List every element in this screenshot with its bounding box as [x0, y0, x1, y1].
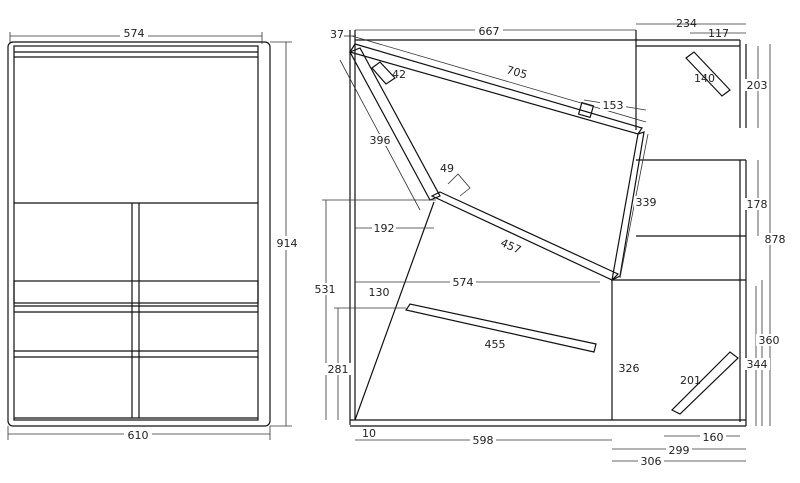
label-bg: [498, 240, 524, 252]
label-bg: [616, 362, 642, 374]
bottom-width-label: 598: [473, 434, 494, 447]
lower-height-c-label: 360: [759, 334, 780, 347]
corner-height-label: 203: [747, 79, 768, 92]
front-view: 574 610 914: [7, 27, 299, 442]
label-bg: [312, 283, 338, 295]
top-slant-panel: [349, 43, 643, 135]
label-bg: [475, 25, 503, 37]
label-bg: [756, 334, 782, 346]
front-outer-frame: [7, 41, 271, 427]
left-slant-panel: [349, 47, 441, 201]
upper-corner-brace: [685, 51, 731, 97]
slant-panel-length-label: 396: [370, 134, 391, 147]
label-bg: [666, 444, 692, 456]
front-inner-frame: [13, 45, 259, 421]
middle-panel: [430, 191, 620, 281]
corner-brace-label: 140: [694, 72, 715, 85]
label-bg: [450, 276, 476, 288]
side-view: 37 667 42 705 153 396 49 192 457 339: [312, 17, 790, 468]
label-bg: [744, 358, 770, 370]
right-panel-height-label: 339: [636, 196, 657, 209]
front-width-top-label: 574: [124, 27, 145, 40]
bottom-height-label: 281: [328, 363, 349, 376]
label-bg: [366, 286, 392, 298]
label-bg: [325, 363, 351, 375]
front-sweep-line: [354, 201, 435, 421]
top-panel-dim-line: [351, 35, 647, 123]
label-bg: [470, 434, 496, 446]
lower-corner-brace: [670, 351, 739, 415]
corner-width-label: 234: [676, 17, 697, 30]
front-height-label: 914: [277, 237, 298, 250]
top-offset-label: 37: [330, 28, 344, 41]
slant-offset-label: 49: [440, 162, 454, 175]
label-bg: [638, 455, 664, 467]
opening-height-label: 178: [747, 198, 768, 211]
corner-inner-label: 117: [708, 27, 729, 40]
total-height-label: 878: [765, 233, 786, 246]
foot-outer-label: 306: [641, 455, 662, 468]
foot-mid-label: 299: [669, 444, 690, 457]
dim-line: [447, 173, 471, 197]
lower-height-b-label: 344: [747, 358, 768, 371]
label-bg: [368, 134, 392, 146]
label-bg: [600, 99, 626, 111]
top-panel-tab: [577, 101, 595, 119]
bottom-offset-label: 10: [362, 427, 376, 440]
label-bg: [275, 236, 299, 250]
label-bg: [503, 66, 531, 78]
label-bg: [634, 196, 658, 208]
label-bg: [124, 429, 152, 441]
lower-height-a-label: 326: [619, 362, 640, 375]
lower-panel-width-label: 574: [453, 276, 474, 289]
label-bg: [744, 198, 770, 210]
top-panel-tab-label: 153: [603, 99, 624, 112]
label-bg: [700, 431, 726, 443]
left-height-label: 531: [315, 283, 336, 296]
front-width-bottom-label: 610: [128, 429, 149, 442]
label-bg: [482, 338, 508, 350]
top-width-label: 667: [479, 25, 500, 38]
lower-brace-label: 201: [680, 374, 701, 387]
lower-offset-label: 130: [369, 286, 390, 299]
angle-cut-block: [371, 61, 396, 85]
lower-shelf: [405, 303, 597, 353]
label-bg: [760, 233, 790, 245]
label-bg: [744, 79, 770, 91]
foot-inner-label: 160: [703, 431, 724, 444]
mid-panel-length-label: 457: [499, 236, 523, 256]
label-bg: [372, 222, 396, 234]
label-bg: [120, 28, 148, 40]
front-shelf-1: [13, 280, 259, 304]
top-panel-length-label: 705: [505, 63, 529, 81]
angle-cut-label: 42: [392, 68, 406, 81]
slant-base-label: 192: [374, 222, 395, 235]
lower-panel-length-label: 455: [485, 338, 506, 351]
